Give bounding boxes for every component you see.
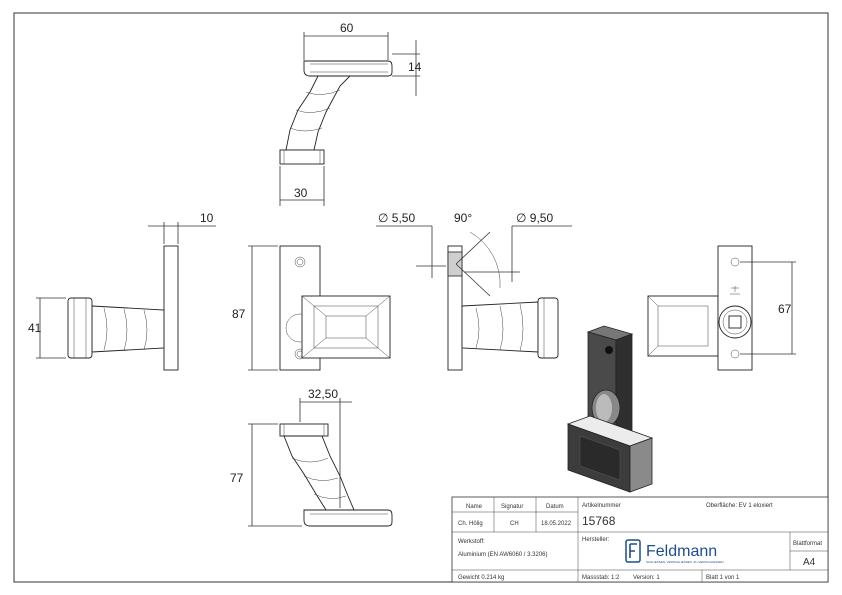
tb-article-label: Artikelnummer	[582, 503, 621, 509]
tb-scale: Massstab: 1:2	[582, 575, 620, 581]
tb-version: Version: 1	[633, 575, 660, 581]
dim-top-height: 14	[408, 60, 422, 74]
dim-angle: 90°	[454, 211, 472, 225]
tb-col-name: Name	[466, 504, 483, 510]
brand-tagline: SCHLIESSEN, VERSCHLIESSEN, ZU VERSCHLIES…	[646, 560, 724, 564]
tb-name-value: Ch. Hölig	[458, 521, 483, 527]
dim-offset: 32,50	[308, 387, 338, 401]
left-side-view	[36, 222, 216, 371]
section-view	[376, 225, 572, 371]
dim-hole-diameter: ∅ 5,50	[378, 211, 415, 225]
sheet-border	[13, 12, 829, 583]
dim-front-height: 87	[232, 307, 246, 321]
tb-sheet-format-value: A4	[803, 557, 816, 568]
tb-material-label: Werkstoff:	[458, 539, 485, 545]
tb-sheet: Blatt 1 von 1	[706, 575, 740, 581]
brand-name: Feldmann	[646, 543, 717, 560]
dim-bottom-height: 77	[230, 471, 244, 485]
feldmann-logo	[625, 539, 641, 563]
tb-signature-value: CH	[510, 521, 519, 527]
dim-left-height: 41	[28, 321, 42, 335]
front-view	[248, 245, 391, 371]
tb-article-number: 15768	[582, 514, 616, 528]
dim-plate-thickness: 10	[200, 211, 214, 225]
rear-view	[647, 245, 796, 371]
dim-top-base: 30	[294, 186, 308, 200]
tb-material-value: Aluminium (EN AW6060 / 3.3206)	[458, 552, 547, 558]
tb-sheet-format-label: Blattformat	[793, 541, 822, 547]
dim-top-width: 60	[340, 21, 354, 35]
isometric-view	[566, 325, 654, 493]
dim-hole-spacing: 67	[778, 302, 792, 316]
tb-date-value: 18.05.2022	[541, 521, 572, 527]
dim-counter-diameter: ∅ 9,50	[516, 211, 553, 225]
top-view	[279, 32, 420, 206]
tb-weight: Gewicht 0.214 kg	[458, 575, 504, 581]
tb-col-signature: Signatur	[501, 504, 523, 510]
title-block	[451, 496, 829, 583]
tb-col-date: Datum	[546, 504, 564, 510]
tb-surface: Oberfläche: EV 1 eloxiert	[706, 503, 773, 509]
bottom-view	[248, 398, 393, 527]
tb-manufacturer-label: Hersteller:	[582, 537, 610, 543]
